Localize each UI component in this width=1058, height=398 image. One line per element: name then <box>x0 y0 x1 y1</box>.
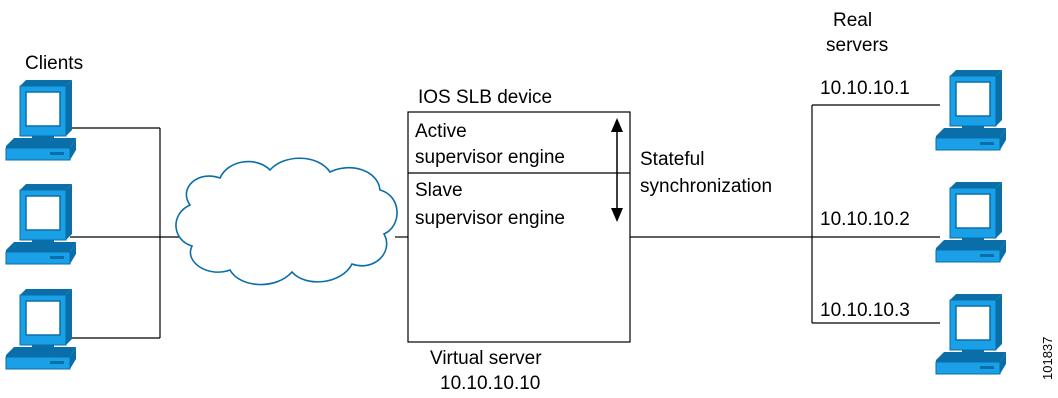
clients-label: Clients <box>25 53 83 74</box>
server-pc-icon <box>935 181 1007 263</box>
server-pc-icon <box>935 293 1007 375</box>
virtual-server-label-line2: 10.10.10.10 <box>440 373 540 394</box>
client-pc-icon <box>5 183 77 265</box>
slb-device-box <box>407 111 631 343</box>
server1-ip-label: 10.10.10.1 <box>820 78 910 99</box>
server-pc-icon <box>935 69 1007 151</box>
client-pc-icon <box>5 79 77 161</box>
double-arrow-icon <box>611 118 623 222</box>
active-engine-label-line1: Active <box>415 121 467 142</box>
network-cloud-icon <box>175 157 398 286</box>
slb-device-label: IOS SLB device <box>418 87 552 108</box>
stateful-sync-label-line1: Stateful <box>640 149 704 170</box>
server2-ip-label: 10.10.10.2 <box>820 209 910 230</box>
slave-engine-label-line2: supervisor engine <box>415 208 565 229</box>
figure-id-label: 101837 <box>1040 337 1055 380</box>
stateful-sync-label-line2: synchronization <box>640 176 772 197</box>
server3-ip-label: 10.10.10.3 <box>820 300 910 321</box>
real-servers-label-line1: Real <box>833 10 872 31</box>
slave-engine-label-line1: Slave <box>415 180 463 201</box>
client-pc-icon <box>5 288 77 370</box>
active-engine-label-line2: supervisor engine <box>415 147 565 168</box>
virtual-server-label-line1: Virtual server <box>430 348 542 369</box>
real-servers-label-line2: servers <box>826 35 888 56</box>
